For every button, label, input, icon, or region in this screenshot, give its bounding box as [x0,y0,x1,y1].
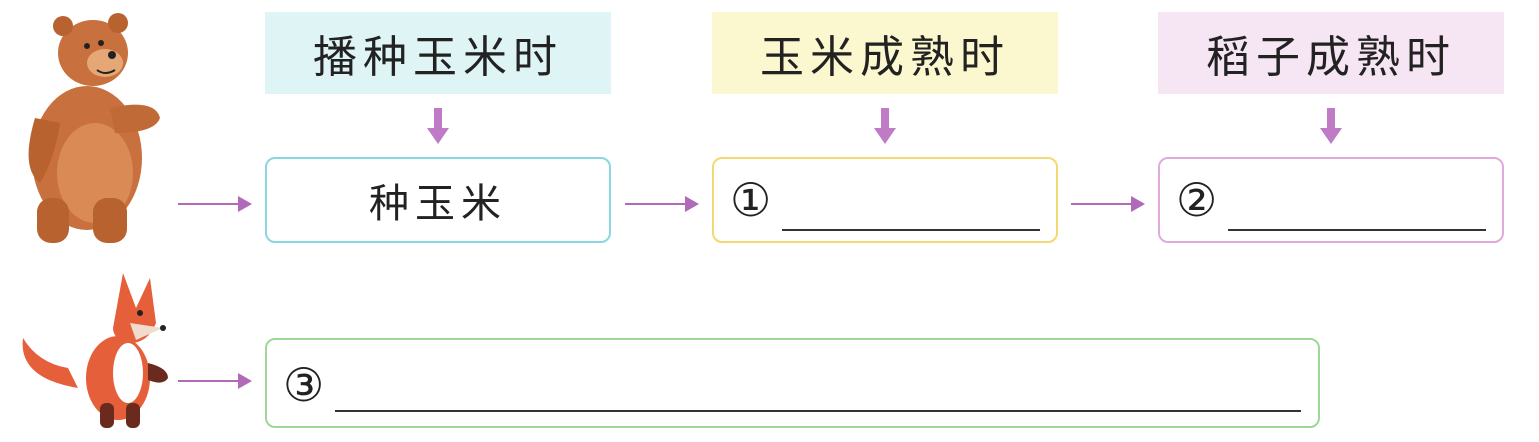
right-arrow-icon [1071,196,1145,212]
header-corn-ripe: 玉米成熟时 [712,12,1058,94]
answer-box-1[interactable]: ① [712,157,1058,243]
answer-blank-2[interactable] [1228,229,1486,231]
box-plant-corn: 种玉米 [265,157,611,243]
answer-box-2[interactable]: ② [1158,157,1504,243]
box-plant-corn-label: 种玉米 [369,181,507,227]
fox-illustration [22,273,168,428]
header-sowing-corn: 播种玉米时 [265,12,611,94]
header-rice-ripe-label: 稻子成熟时 [1206,32,1456,83]
answer-blank-3[interactable] [335,410,1301,412]
right-arrow-icon [178,373,252,389]
down-arrow-icon [874,108,896,144]
bear-illustration [28,13,160,243]
answer-blank-1[interactable] [782,229,1040,231]
answer-number-3: ③ [283,358,325,412]
down-arrow-icon [427,108,449,144]
right-arrow-icon [625,196,699,212]
header-rice-ripe: 稻子成熟时 [1158,12,1504,94]
header-corn-ripe-label: 玉米成熟时 [760,32,1010,83]
answer-box-3[interactable]: ③ [265,338,1320,428]
answer-number-1: ① [730,173,772,227]
down-arrow-icon [1320,108,1342,144]
right-arrow-icon [178,196,252,212]
header-sowing-corn-label: 播种玉米时 [313,32,563,83]
answer-number-2: ② [1176,173,1218,227]
